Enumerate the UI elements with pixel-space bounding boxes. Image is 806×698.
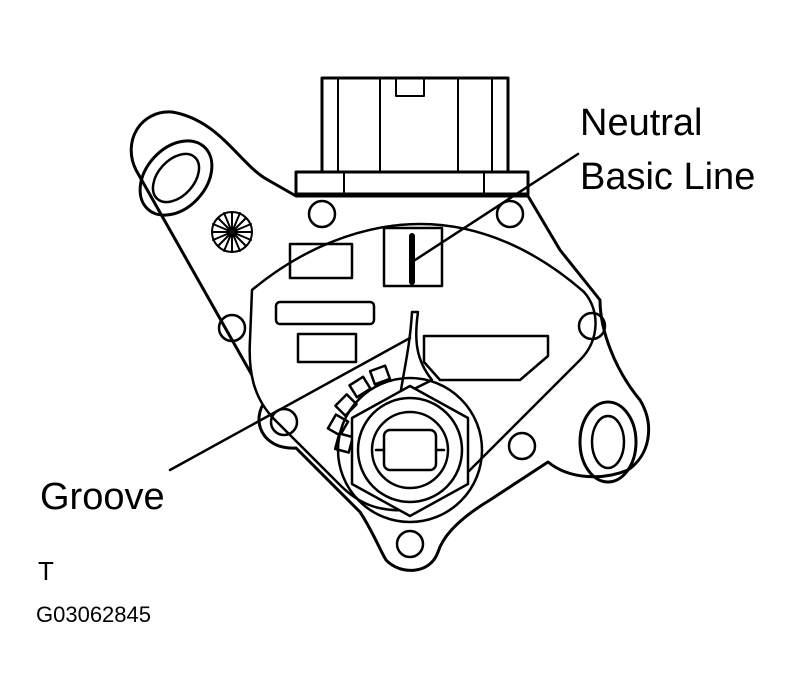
neutral-basic-line-marker xyxy=(382,226,444,288)
groove-leader-line xyxy=(168,336,412,472)
mounting-slot-right xyxy=(578,400,638,484)
view-marker: T xyxy=(38,556,54,586)
shaft-assembly xyxy=(336,376,484,524)
gear-emblem-icon xyxy=(211,211,253,253)
detent-teeth xyxy=(326,364,392,454)
mounting-slot-left xyxy=(138,139,214,217)
rivet-holes xyxy=(217,199,607,559)
figure-code: G03062845 xyxy=(36,602,151,627)
contact-pads xyxy=(274,242,550,382)
connector-housing xyxy=(294,76,530,196)
neutral-leader-line xyxy=(410,152,580,264)
groove-label: Groove xyxy=(40,476,165,518)
neutral-basic-line-label-line2: Basic Line xyxy=(580,156,756,198)
neutral-basic-line-label-line1: Neutral xyxy=(580,102,703,144)
